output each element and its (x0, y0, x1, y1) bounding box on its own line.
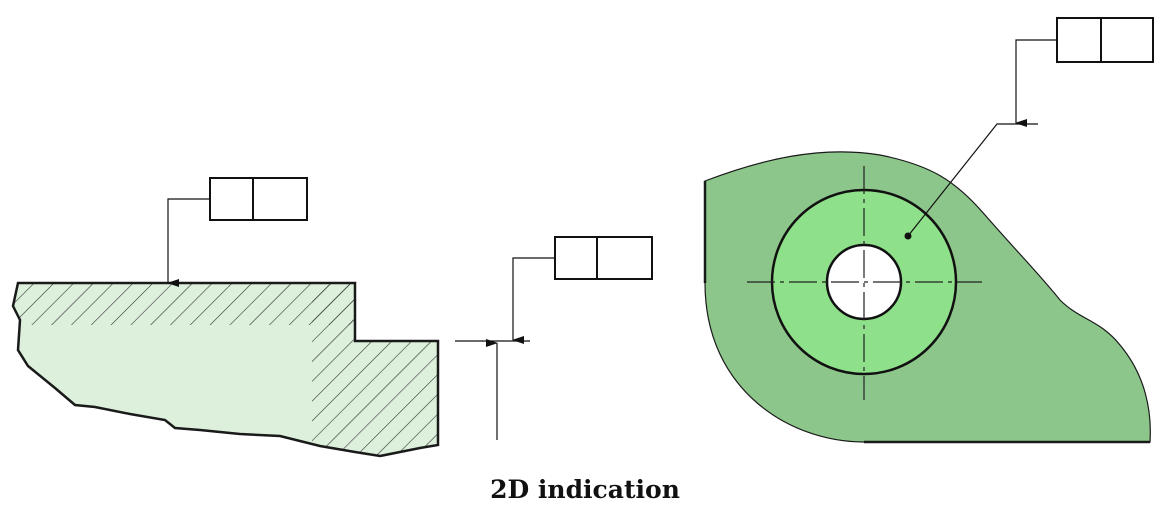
feature-control-frame-3 (1056, 17, 1154, 63)
leader-arrow-2 (512, 257, 555, 344)
feature-control-frame-1 (209, 177, 308, 221)
reference-line (907, 123, 1038, 237)
part-view (703, 17, 1154, 444)
section-outline (11, 281, 440, 458)
feature-control-frame-2 (554, 236, 653, 280)
leader-dot (904, 232, 912, 240)
leader-arrow-3 (1015, 39, 1057, 127)
extension-indication (455, 236, 653, 440)
leader-arrow-1 (167, 198, 210, 287)
section-view (11, 177, 440, 458)
figure-caption: 2D indication (490, 475, 680, 504)
